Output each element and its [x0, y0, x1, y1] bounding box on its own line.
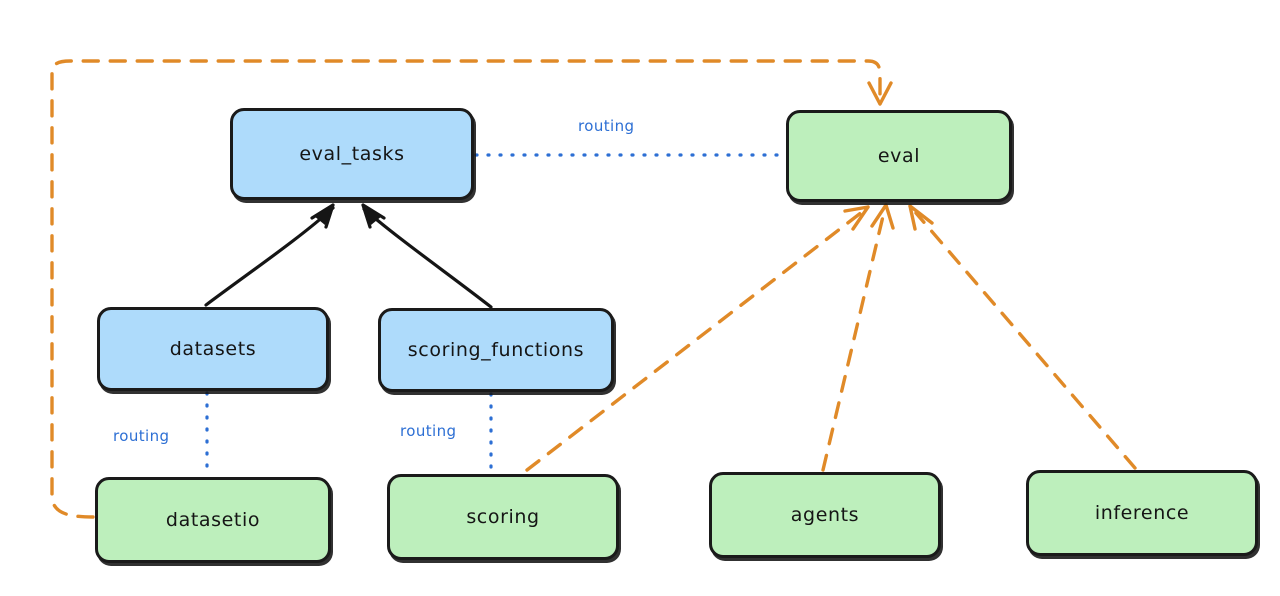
node-label-datasets: datasets [169, 338, 257, 360]
edge-label-routing-scoring-functions-scoring: routing [400, 422, 457, 440]
node-inference[interactable]: inference [1026, 470, 1258, 556]
edge-datasets-eval_tasks [204, 203, 335, 307]
node-label-scoring: scoring [466, 506, 540, 528]
node-scoring[interactable]: scoring [387, 474, 619, 560]
edge-label-routing-eval-tasks-eval: routing [578, 117, 635, 135]
edge-scoring-functions-eval_tasks [361, 203, 493, 309]
node-label-eval-tasks: eval_tasks [299, 143, 405, 165]
node-label-inference: inference [1094, 502, 1190, 524]
node-scoring-functions[interactable]: scoring_functions [378, 308, 614, 392]
node-label-datasetio: datasetio [165, 509, 261, 531]
edge-agents-eval [821, 203, 895, 472]
edge-label-routing-datasets-datasetio: routing [113, 427, 170, 445]
node-datasets[interactable]: datasets [97, 307, 329, 391]
node-eval[interactable]: eval [786, 110, 1012, 202]
edge-inference-eval [908, 204, 1137, 470]
node-label-eval: eval [877, 145, 921, 167]
node-label-scoring-functions: scoring_functions [407, 339, 585, 361]
node-label-agents: agents [790, 504, 860, 526]
node-agents[interactable]: agents [709, 472, 941, 558]
node-eval-tasks[interactable]: eval_tasks [230, 108, 474, 200]
node-datasetio[interactable]: datasetio [95, 477, 331, 563]
